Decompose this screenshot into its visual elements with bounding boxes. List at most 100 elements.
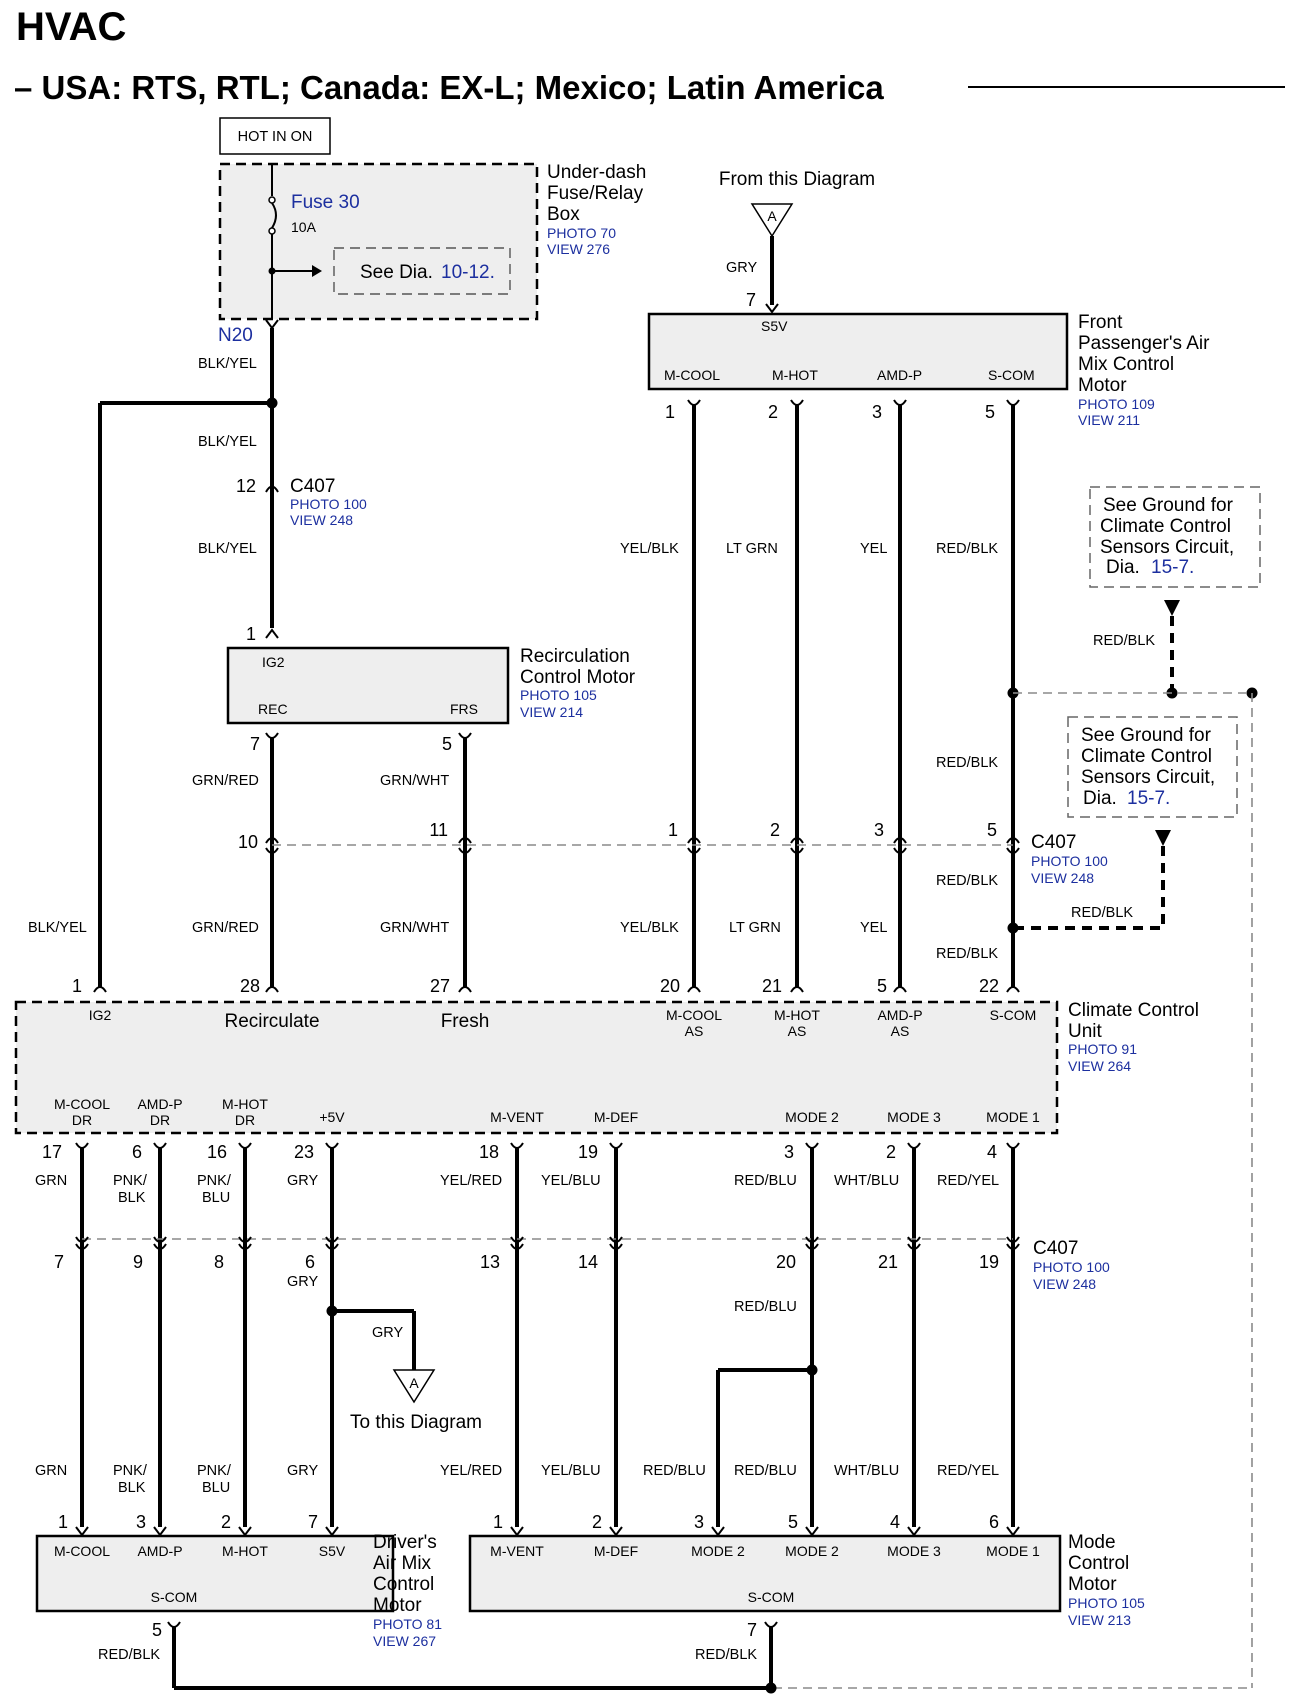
mode-term-mode1: MODE 1 bbox=[986, 1543, 1040, 1559]
ccu-pin-28: 28 bbox=[240, 976, 260, 996]
recirc-photo[interactable]: PHOTO 105 bbox=[520, 687, 597, 703]
c407-photo-mid[interactable]: PHOTO 100 bbox=[1031, 853, 1108, 869]
front-term-amdp: AMD-P bbox=[877, 367, 922, 383]
c407-low-pin-8: 8 bbox=[214, 1252, 224, 1272]
lbl-red-blk-mode: RED/BLK bbox=[695, 1647, 757, 1663]
mode-term-mode3: MODE 3 bbox=[887, 1543, 941, 1559]
ccu-term-scom: S-COM bbox=[990, 1007, 1037, 1023]
ccu-term-5v: +5V bbox=[319, 1109, 345, 1125]
ccu-name-2: Unit bbox=[1068, 1021, 1103, 1042]
mode-name-2: Control bbox=[1068, 1553, 1129, 1574]
recirc-name-2: Control Motor bbox=[520, 667, 636, 688]
ccu-pin-19: 19 bbox=[578, 1142, 598, 1162]
c407-photo-low[interactable]: PHOTO 100 bbox=[1033, 1259, 1110, 1275]
drv-name-2: Air Mix bbox=[373, 1553, 432, 1574]
mode-pin-1: 1 bbox=[493, 1512, 503, 1532]
lbl-pnk-blk-1a: PNK/ bbox=[113, 1173, 148, 1189]
lbl-grn-1: GRN bbox=[35, 1173, 67, 1189]
front-term-scom: S-COM bbox=[988, 367, 1035, 383]
fuse-box-photo[interactable]: PHOTO 70 bbox=[547, 225, 616, 241]
ccu-pin-4: 4 bbox=[987, 1142, 997, 1162]
mode-control-motor-box bbox=[468, 1534, 1062, 1613]
c407-low-pin-21: 21 bbox=[878, 1252, 898, 1272]
ground-note-2-ref[interactable]: 15-7. bbox=[1127, 788, 1170, 809]
ccu-term-mhot-as-2: AS bbox=[788, 1023, 807, 1039]
ccu-term-mcool-as-1: M-COOL bbox=[666, 1007, 722, 1023]
connector-a-top: A bbox=[767, 208, 777, 224]
c407-low-pin-19: 19 bbox=[979, 1252, 999, 1272]
ground-note-2-l2: Climate Control bbox=[1081, 746, 1212, 767]
fuse-box-name-1: Under-dash bbox=[547, 162, 646, 183]
driver-air-mix-motor-box bbox=[35, 1534, 395, 1613]
front-pin-1: 1 bbox=[665, 402, 675, 422]
ccu-pin-18: 18 bbox=[479, 1142, 499, 1162]
lbl-grn-2: GRN bbox=[35, 1463, 67, 1479]
see-dia-ref[interactable]: 10-12. bbox=[441, 262, 495, 283]
mode-pin-2: 2 bbox=[592, 1512, 602, 1532]
ccu-term-mcool-dr-2: DR bbox=[72, 1112, 92, 1128]
mode-term-mdef: M-DEF bbox=[594, 1543, 638, 1559]
ccu-pin-1: 1 bbox=[72, 976, 82, 996]
connector-a-icon bbox=[750, 203, 794, 238]
ccu-name-1: Climate Control bbox=[1068, 1000, 1199, 1021]
c407-pin-10: 10 bbox=[238, 832, 258, 852]
ground-note-2-l4: Dia. bbox=[1083, 788, 1117, 809]
drv-view[interactable]: VIEW 267 bbox=[373, 1633, 436, 1649]
fuse-box-name-2: Fuse/Relay bbox=[547, 183, 644, 204]
c407-view-mid[interactable]: VIEW 248 bbox=[1031, 870, 1094, 886]
mode-pin-5: 5 bbox=[788, 1512, 798, 1532]
connector-a-bottom-icon bbox=[392, 1369, 436, 1404]
c407-view-top[interactable]: VIEW 248 bbox=[290, 512, 353, 528]
fuse-icon bbox=[268, 196, 276, 204]
c407-pin-3: 3 bbox=[874, 820, 884, 840]
front-pin-5: 5 bbox=[985, 402, 995, 422]
ground-note-2-l1: See Ground for bbox=[1081, 725, 1212, 746]
lbl-wht-blu-1: WHT/BLU bbox=[834, 1173, 899, 1189]
mode-term-scom: S-COM bbox=[748, 1589, 795, 1605]
mode-view[interactable]: VIEW 213 bbox=[1068, 1612, 1131, 1628]
ground-note-1-l4: Dia. bbox=[1106, 557, 1140, 578]
wire-label-blk-yel-3: BLK/YEL bbox=[198, 541, 257, 557]
front-term-mcool: M-COOL bbox=[664, 367, 720, 383]
fuse-rating: 10A bbox=[291, 219, 317, 235]
mode-name-1: Mode bbox=[1068, 1532, 1116, 1553]
ccu-pin-17: 17 bbox=[42, 1142, 62, 1162]
recirc-view[interactable]: VIEW 214 bbox=[520, 704, 583, 720]
front-view[interactable]: VIEW 211 bbox=[1078, 412, 1140, 428]
mode-term-mode2a: MODE 2 bbox=[691, 1543, 745, 1559]
ground-note-1-l1: See Ground for bbox=[1103, 495, 1234, 516]
ccu-view[interactable]: VIEW 264 bbox=[1068, 1058, 1131, 1074]
wire-label-red-blk-2: RED/BLK bbox=[936, 755, 998, 771]
c407-view-low[interactable]: VIEW 248 bbox=[1033, 1276, 1096, 1292]
front-photo[interactable]: PHOTO 109 bbox=[1078, 396, 1155, 412]
ccu-term-mode3: MODE 3 bbox=[887, 1109, 941, 1125]
ccu-pin-23: 23 bbox=[294, 1142, 314, 1162]
ccu-term-mdef: M-DEF bbox=[594, 1109, 638, 1125]
lbl-red-blu-2: RED/BLU bbox=[734, 1299, 797, 1315]
ground-arrow-icon bbox=[1164, 600, 1180, 616]
c407-photo-top[interactable]: PHOTO 100 bbox=[290, 496, 367, 512]
page-title: HVAC bbox=[16, 5, 126, 49]
ccu-photo[interactable]: PHOTO 91 bbox=[1068, 1041, 1137, 1057]
drv-pin-3: 3 bbox=[136, 1512, 146, 1532]
ccu-term-fresh: Fresh bbox=[441, 1011, 490, 1032]
c407-label-low: C407 bbox=[1033, 1238, 1078, 1259]
ground-arrow-icon-2 bbox=[1155, 830, 1171, 846]
fuse-box-view[interactable]: VIEW 276 bbox=[547, 241, 610, 257]
c407-label-mid: C407 bbox=[1031, 832, 1076, 853]
ccu-term-amdp-as-1: AMD-P bbox=[877, 1007, 922, 1023]
mode-pin-3: 3 bbox=[694, 1512, 704, 1532]
wire-label-grn-wht-2: GRN/WHT bbox=[380, 920, 449, 936]
ground-note-1-l2: Climate Control bbox=[1100, 516, 1231, 537]
ground-note-1-ref[interactable]: 15-7. bbox=[1151, 557, 1194, 578]
lbl-pnk-blk-2a: PNK/ bbox=[113, 1463, 148, 1479]
front-name-2: Passenger's Air bbox=[1078, 333, 1210, 354]
front-pin-7: 7 bbox=[746, 290, 756, 310]
drv-photo[interactable]: PHOTO 81 bbox=[373, 1616, 442, 1632]
mode-photo[interactable]: PHOTO 105 bbox=[1068, 1595, 1145, 1611]
c407-low-pin-6: 6 bbox=[305, 1252, 315, 1272]
ccu-term-mvent: M-VENT bbox=[490, 1109, 544, 1125]
recirc-pin-7: 7 bbox=[250, 734, 260, 754]
lbl-pnk-blu-2a: PNK/ bbox=[197, 1463, 232, 1479]
